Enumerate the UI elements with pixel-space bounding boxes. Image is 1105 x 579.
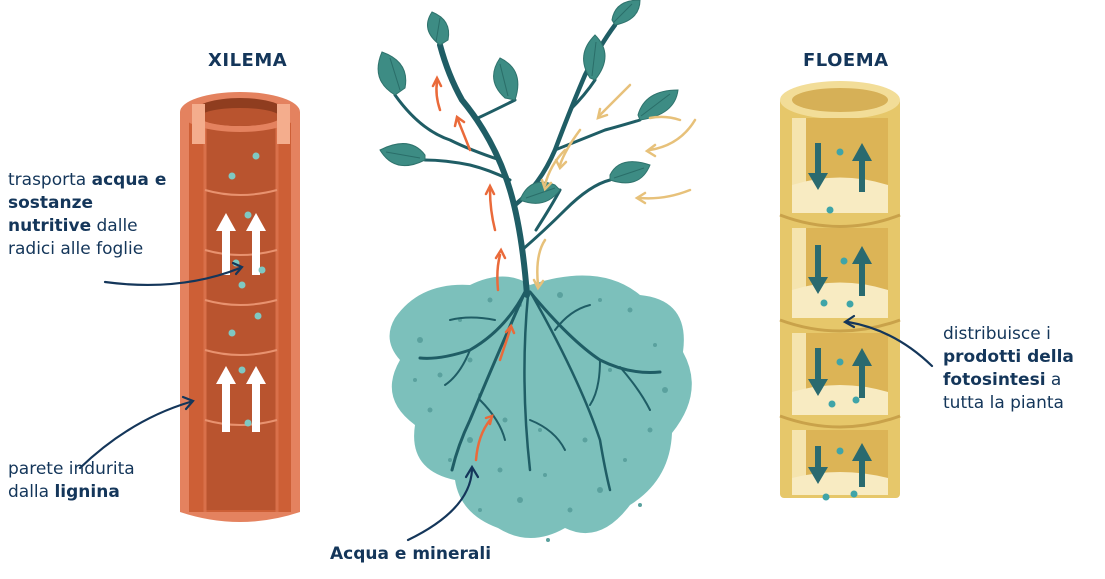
soil (390, 276, 692, 538)
label-text: distribuisce i (943, 324, 1051, 344)
xylem-transport-label: trasporta acqua e sostanze nutritive dal… (8, 169, 180, 261)
phloem-chamber (780, 118, 900, 227)
plant (378, 0, 695, 542)
phloem-title: FLOEMA (803, 50, 889, 71)
xylem-wall-label: parete indurita dalla lignina (8, 458, 158, 504)
phloem-label: distribuisce i prodotti della fotosintes… (943, 323, 1103, 415)
label-text: trasporta (8, 170, 92, 190)
phloem-chamber (780, 228, 900, 331)
xylem-title: XILEMA (208, 50, 287, 71)
phloem-tube (780, 81, 900, 501)
label-bold-text: lignina (54, 482, 119, 502)
phloem-chamber (780, 333, 900, 427)
downward-flow-arrows (534, 85, 695, 288)
phloem-chamber (792, 430, 888, 495)
xylem-tube (180, 92, 300, 522)
soil-label: Acqua e minerali (330, 543, 491, 566)
leaves (378, 0, 678, 203)
